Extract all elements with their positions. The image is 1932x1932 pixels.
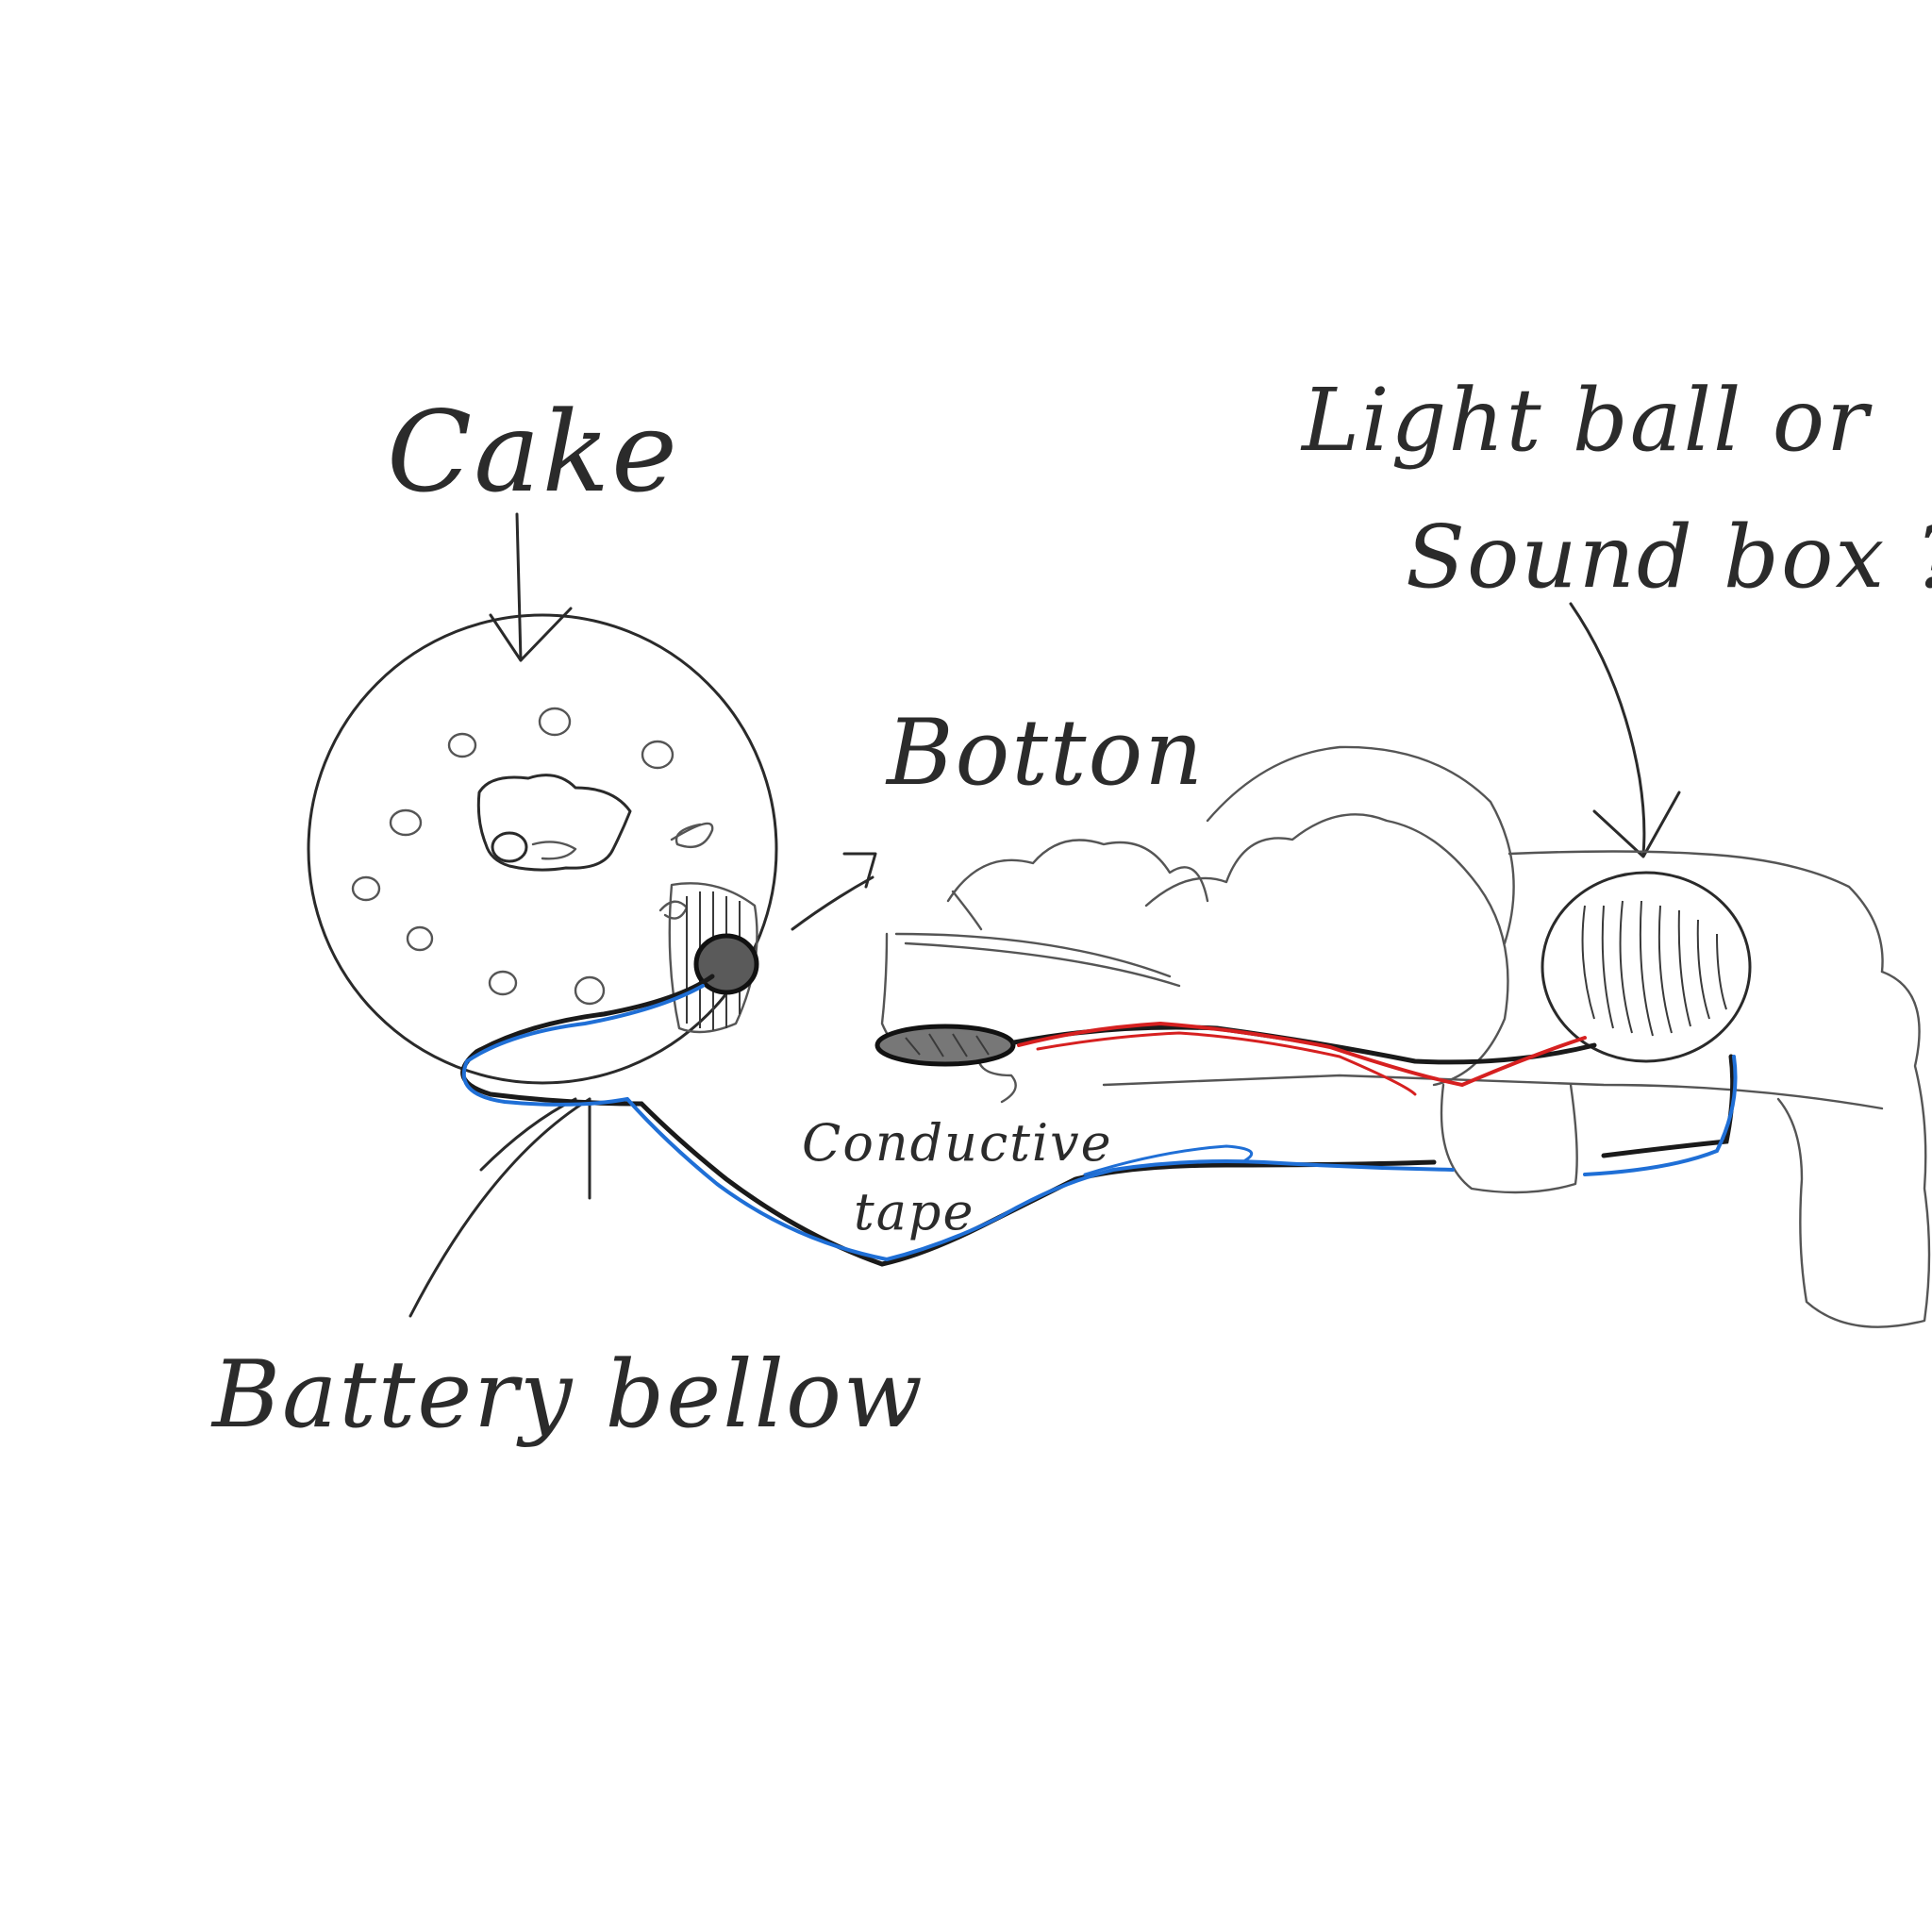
- button: [874, 1024, 1016, 1067]
- button-label: Botton: [887, 700, 1206, 806]
- button-arrow: [791, 852, 877, 931]
- cake-button-contact: [693, 933, 759, 995]
- battery-label: Battery bellow: [212, 1341, 924, 1449]
- cake-label: Cake: [387, 387, 679, 517]
- blue-wire: [461, 984, 1738, 1262]
- light-ball-label-line2: Sound box ?: [1406, 507, 1932, 608]
- light-arrow: [1569, 602, 1681, 858]
- cake-arrow: [489, 512, 573, 662]
- light-ball: [1541, 871, 1752, 1063]
- red-wire: [1017, 1021, 1587, 1096]
- sofa-outline: [880, 745, 1931, 1328]
- conductive-tape-label-line2: tape: [854, 1182, 975, 1241]
- light-ball-label-line1: Light ball or: [1302, 370, 1871, 471]
- cake: [307, 613, 778, 1085]
- conductive-tape-label-line1: Conductive: [802, 1113, 1113, 1173]
- battery-arrow: [408, 1097, 591, 1318]
